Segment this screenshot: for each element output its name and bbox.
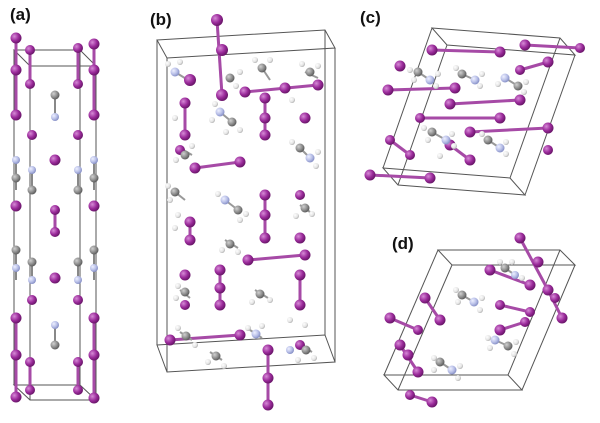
panel-label-a: (a) <box>10 5 31 24</box>
panel-c-unit-cell <box>381 27 577 196</box>
panel-a-structure <box>10 32 100 404</box>
panel-c-structure <box>364 27 585 196</box>
panel-d-structure <box>382 232 577 408</box>
panel-b-unit-cell <box>156 29 336 373</box>
panel-label-c: (c) <box>360 8 381 27</box>
panel-d-organic-bonds <box>439 267 516 371</box>
panel-d-unit-cell <box>382 249 577 391</box>
panel-b-structure <box>156 14 336 411</box>
panel-d-atoms <box>384 232 568 408</box>
panel-b-atoms <box>164 14 324 411</box>
panel-a-atoms <box>10 32 100 404</box>
panel-label-d: (d) <box>392 234 414 253</box>
panel-c-atoms <box>364 39 585 184</box>
panel-a-unit-cell <box>12 49 98 401</box>
panel-label-b: (b) <box>150 10 172 29</box>
